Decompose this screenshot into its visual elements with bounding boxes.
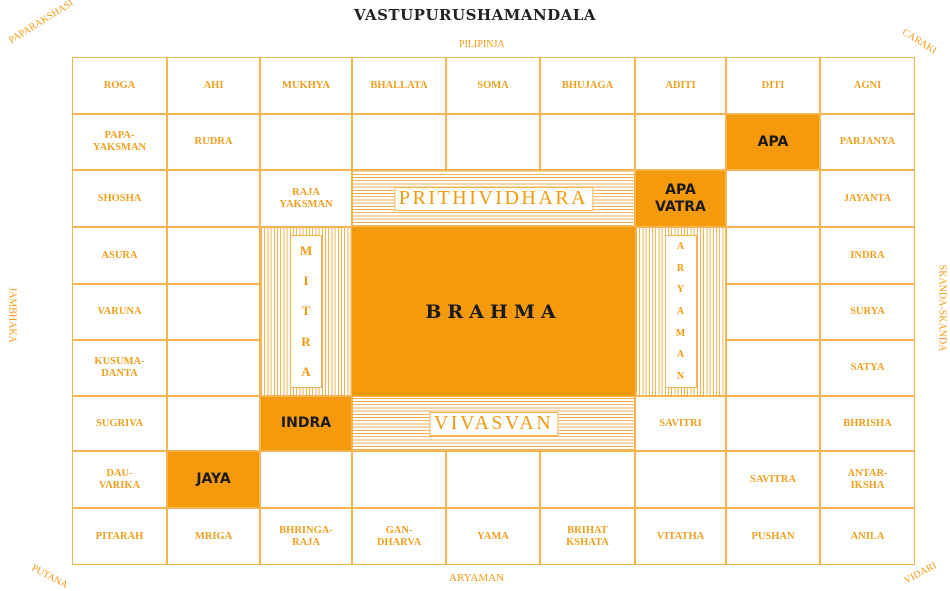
- band-west-label: M I T R A: [290, 235, 322, 388]
- band-west: M I T R A: [260, 227, 352, 396]
- grid-cell: SURYA: [820, 284, 915, 340]
- band-north-label: PRITHIVIDHARA: [393, 186, 594, 211]
- edge-label-top: PILIPINJA: [459, 39, 505, 50]
- grid-cell: AHI: [167, 57, 260, 114]
- band-west-letter: M: [299, 243, 313, 259]
- grid-cell: PARJANYA: [820, 114, 915, 170]
- grid-cell: GAN- DHARVA: [352, 508, 446, 565]
- diagram-title: VASTUPURUSHAMANDALA: [353, 6, 597, 24]
- grid-cell-empty: [167, 340, 260, 396]
- grid-cell-empty: [635, 114, 726, 170]
- grid-cell: VARUNA: [72, 284, 167, 340]
- grid-cell-empty: [260, 114, 352, 170]
- grid-cell: PUSHAN: [726, 508, 820, 565]
- grid-cell-empty: [260, 451, 352, 508]
- grid-cell-empty: [352, 451, 446, 508]
- grid-cell: PAPA- YAKSMAN: [72, 114, 167, 170]
- grid-cell: BHRISHA: [820, 396, 915, 451]
- grid-cell: SOMA: [446, 57, 540, 114]
- grid-cell: RUDRA: [167, 114, 260, 170]
- band-west-letter: R: [301, 333, 311, 349]
- grid-cell-empty: [726, 396, 820, 451]
- grid-cell: APA VATRA: [635, 170, 726, 227]
- grid-cell: DITI: [726, 57, 820, 114]
- grid-cell: ANILA: [820, 508, 915, 565]
- band-east-letter: R: [676, 262, 685, 274]
- band-east-letter: N: [676, 370, 685, 382]
- grid-cell-empty: [167, 396, 260, 451]
- grid-cell: JAYA: [167, 451, 260, 508]
- band-east-letter: A: [676, 349, 685, 361]
- grid-cell-empty: [352, 114, 446, 170]
- grid-cell: YAMA: [446, 508, 540, 565]
- band-east-letter: Y: [676, 284, 685, 296]
- grid-cell-empty: [167, 284, 260, 340]
- band-west-letter: T: [301, 303, 311, 319]
- grid-cell-empty: [726, 227, 820, 284]
- grid-cell: BHUJAGA: [540, 57, 635, 114]
- grid-cell: JAYANTA: [820, 170, 915, 227]
- grid-cell-empty: [167, 170, 260, 227]
- grid-cell-empty: [446, 114, 540, 170]
- grid-cell-empty: [726, 284, 820, 340]
- edge-label-bottom: ARYAMAN: [449, 572, 505, 584]
- grid-cell-empty: [726, 170, 820, 227]
- grid-cell: KUSUMA- DANTA: [72, 340, 167, 396]
- grid-cell-empty: [446, 451, 540, 508]
- grid-cell: SAVITRA: [726, 451, 820, 508]
- grid-cell: SAVITRI: [635, 396, 726, 451]
- grid-cell: VITATHA: [635, 508, 726, 565]
- grid-cell: ADITI: [635, 57, 726, 114]
- grid-cell: AGNI: [820, 57, 915, 114]
- grid-cell-empty: [540, 451, 635, 508]
- grid-cell: SATYA: [820, 340, 915, 396]
- band-east-label: A R Y A M A N: [664, 235, 697, 388]
- band-south-label: VIVASVAN: [428, 411, 559, 436]
- band-south: VIVASVAN: [352, 396, 635, 451]
- band-west-letter: A: [301, 363, 311, 379]
- grid-cell: APA: [726, 114, 820, 170]
- band-east: A R Y A M A N: [635, 227, 726, 396]
- grid-cell: SUGRIVA: [72, 396, 167, 451]
- grid-cell-empty: [726, 340, 820, 396]
- grid-cell: SHOSHA: [72, 170, 167, 227]
- grid-cell: RAJA YAKSMAN: [260, 170, 352, 227]
- grid-cell-empty: [540, 114, 635, 170]
- grid-cell: BHRINGA- RAJA: [260, 508, 352, 565]
- band-east-letter: A: [676, 305, 685, 317]
- band-north: PRITHIVIDHARA: [352, 170, 635, 227]
- grid-cell: DAU- VARIKA: [72, 451, 167, 508]
- grid-cell: INDRA: [820, 227, 915, 284]
- band-east-letter: M: [675, 327, 686, 339]
- grid-cell: MUKHYA: [260, 57, 352, 114]
- grid-cell: BHALLATA: [352, 57, 446, 114]
- grid-cell: BRIHAT KSHATA: [540, 508, 635, 565]
- grid-cell-empty: [167, 227, 260, 284]
- grid-cell: ASURA: [72, 227, 167, 284]
- grid-cell-empty: [635, 451, 726, 508]
- band-west-letter: I: [303, 273, 309, 289]
- grid-cell: INDRA: [260, 396, 352, 451]
- center-brahma: BRAHMA: [352, 227, 635, 396]
- band-east-letter: A: [676, 241, 685, 253]
- grid-cell: PITARAH: [72, 508, 167, 565]
- grid-cell: ANTAR- IKSHA: [820, 451, 915, 508]
- grid-cell: ROGA: [72, 57, 167, 114]
- grid-cell: MRIGA: [167, 508, 260, 565]
